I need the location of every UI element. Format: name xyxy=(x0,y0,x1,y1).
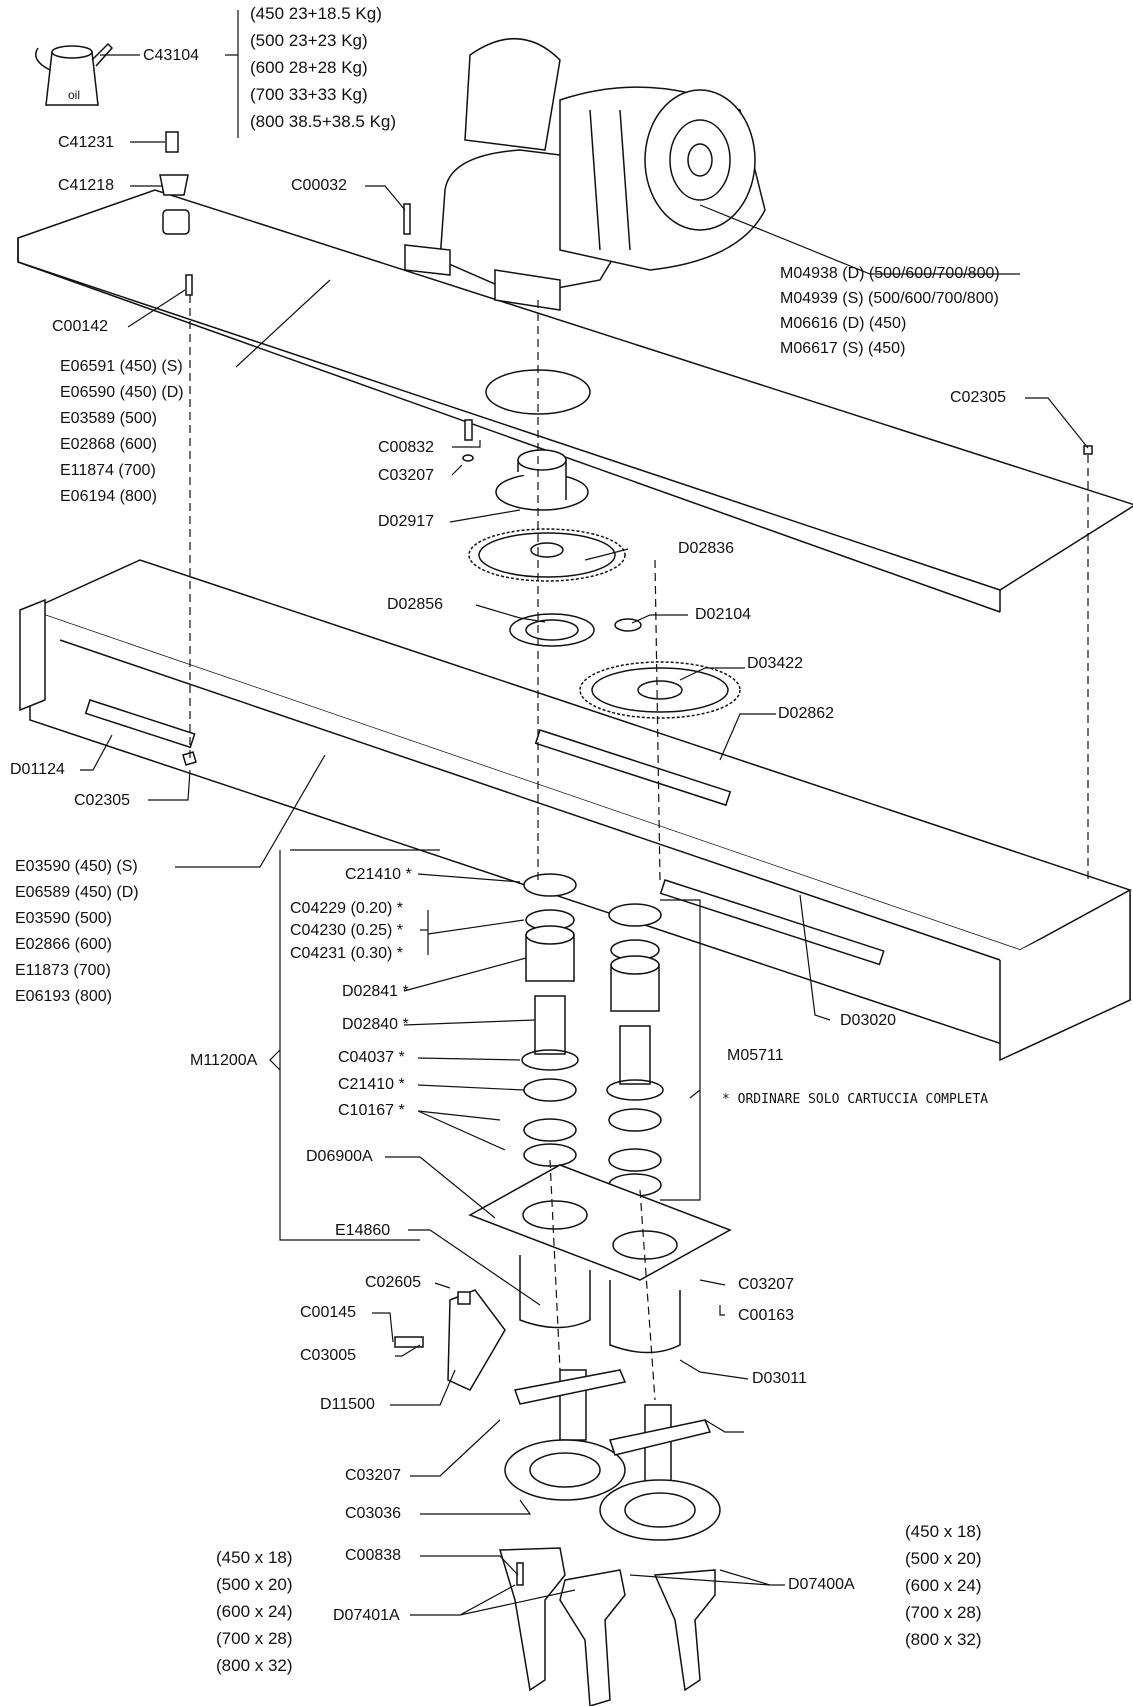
size-item: (800 x 32) xyxy=(216,1656,293,1675)
label-e11873: E11873 (700) xyxy=(15,962,111,979)
label-d11500: D11500 xyxy=(320,1396,375,1413)
label-d02104: D02104 xyxy=(695,606,752,623)
center-lines xyxy=(189,295,1089,1401)
label-c02305-low: C02305 xyxy=(74,792,131,809)
sizes-left-list: (450 x 18) (500 x 20) (600 x 24) (700 x … xyxy=(216,1544,293,1679)
weight-item: (800 38.5+38.5 Kg) xyxy=(250,112,397,131)
label-c04230: C04230 (0.25) * xyxy=(290,922,403,939)
label-d02836: D02836 xyxy=(678,540,735,557)
label-c03005: C03005 xyxy=(300,1347,357,1364)
gear-stack xyxy=(462,419,741,719)
label-c00832: C00832 xyxy=(378,439,435,456)
size-item: (600 x 24) xyxy=(905,1576,982,1595)
size-item: (500 x 20) xyxy=(905,1549,982,1568)
label-d02841: D02841 * xyxy=(342,983,409,1000)
label-e02868: E02868 (600) xyxy=(60,436,157,453)
label-d02862: D02862 xyxy=(778,705,835,722)
label-c41231: C41231 xyxy=(58,134,115,151)
label-m04938: M04938 (D) (500/600/700/800) xyxy=(780,265,1000,282)
label-d07401a: D07401A xyxy=(333,1607,400,1624)
size-item: (500 x 20) xyxy=(216,1575,293,1594)
label-c03207-c: C03207 xyxy=(345,1467,402,1484)
label-e11874: E11874 (700) xyxy=(60,462,156,479)
label-c04231: C04231 (0.30) * xyxy=(290,945,403,962)
weight-list: (450 23+18.5 Kg) (500 23+23 Kg) (600 28+… xyxy=(250,0,396,135)
label-d03011: D03011 xyxy=(752,1370,807,1387)
label-c21410-b: C21410 * xyxy=(338,1076,405,1093)
label-c03207-b: C03207 xyxy=(738,1276,795,1293)
label-d03020: D03020 xyxy=(840,1012,897,1029)
label-e03590-500: E03590 (500) xyxy=(15,910,112,927)
label-c43104: C43104 xyxy=(143,47,200,64)
label-c02305-top: C02305 xyxy=(950,389,1007,406)
label-e03590-s: E03590 (450) (S) xyxy=(15,858,138,875)
label-c21410-a: C21410 * xyxy=(345,866,412,883)
label-d01124: D01124 xyxy=(10,761,65,778)
label-c00145: C00145 xyxy=(300,1304,357,1321)
label-e03589: E03589 (500) xyxy=(60,410,157,427)
size-item: (700 x 28) xyxy=(216,1629,293,1648)
size-item: (800 x 32) xyxy=(905,1630,982,1649)
label-e06193: E06193 (800) xyxy=(15,988,112,1005)
weight-item: (500 23+23 Kg) xyxy=(250,31,368,50)
label-d03422: D03422 xyxy=(747,655,804,672)
label-e06591: E06591 (450) (S) xyxy=(60,358,183,375)
weight-item: (450 23+18.5 Kg) xyxy=(250,4,382,23)
size-item: (450 x 18) xyxy=(905,1522,982,1541)
weight-item: (600 28+28 Kg) xyxy=(250,58,368,77)
bearing-cartridges xyxy=(521,873,664,1197)
gearbox-assembly xyxy=(404,37,766,311)
sizes-right-list: (450 x 18) (500 x 20) (600 x 24) (700 x … xyxy=(905,1518,982,1653)
label-c10167: C10167 * xyxy=(338,1102,405,1119)
label-d07400a: D07400A xyxy=(788,1576,855,1593)
label-c00163: C00163 xyxy=(738,1307,795,1324)
label-m06617: M06617 (S) (450) xyxy=(780,340,906,357)
label-c00142: C00142 xyxy=(52,318,109,335)
label-m11200a: M11200A xyxy=(190,1052,258,1069)
label-m04939: M04939 (S) (500/600/700/800) xyxy=(780,290,999,307)
size-item: (600 x 24) xyxy=(216,1602,293,1621)
label-e14860: E14860 xyxy=(335,1222,391,1239)
order-note: * ORDINARE SOLO CARTUCCIA COMPLETA xyxy=(722,1092,989,1107)
label-e02866: E02866 (600) xyxy=(15,936,112,953)
label-c03207-a: C03207 xyxy=(378,467,435,484)
rotor-hubs xyxy=(504,1369,721,1541)
leader-lines xyxy=(80,10,1089,1616)
side-bracket xyxy=(447,1289,506,1391)
label-c03036: C03036 xyxy=(345,1505,402,1522)
size-item: (450 x 18) xyxy=(216,1548,293,1567)
label-d02840: D02840 * xyxy=(342,1016,409,1033)
knives xyxy=(499,1547,716,1706)
label-d02856: D02856 xyxy=(387,596,444,613)
label-c00838: C00838 xyxy=(345,1547,402,1564)
label-c04037: C04037 * xyxy=(338,1049,405,1066)
label-d06900a: D06900A xyxy=(306,1148,373,1165)
label-c04229: C04229 (0.20) * xyxy=(290,900,403,917)
label-d02917: D02917 xyxy=(378,513,435,530)
lower-housing xyxy=(468,1164,732,1281)
label-c41218: C41218 xyxy=(58,177,115,194)
label-m05711: M05711 xyxy=(727,1047,784,1064)
weight-item: (700 33+33 Kg) xyxy=(250,85,368,104)
label-m06616: M06616 (D) (450) xyxy=(780,315,907,332)
oil-can-icon xyxy=(35,42,114,106)
label-c00032: C00032 xyxy=(291,177,348,194)
label-e06194: E06194 (800) xyxy=(60,488,157,505)
label-e06589: E06589 (450) (D) xyxy=(15,884,139,901)
size-item: (700 x 28) xyxy=(905,1603,982,1622)
label-c02605: C02605 xyxy=(365,1274,422,1291)
label-e06590: E06590 (450) (D) xyxy=(60,384,184,401)
oil-text: oil xyxy=(68,88,81,102)
